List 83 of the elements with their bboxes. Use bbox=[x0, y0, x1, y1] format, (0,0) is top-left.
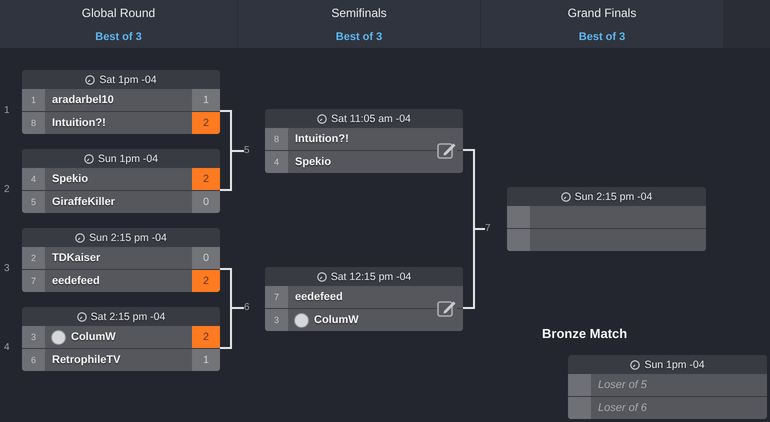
seed-number: 8 bbox=[22, 112, 45, 134]
participant-row bbox=[22, 112, 220, 134]
participant-row bbox=[265, 151, 463, 173]
player-name: TDKaiser bbox=[52, 252, 100, 264]
match-number: 3 bbox=[4, 263, 10, 275]
match-format: Best of 3 bbox=[95, 31, 142, 43]
player-name: RetrophileTV bbox=[52, 354, 120, 366]
match-time: Sun 2:15 pm -04 bbox=[89, 232, 167, 244]
winning-score: 2 bbox=[192, 168, 220, 190]
participant-row bbox=[568, 374, 767, 396]
score: 0 bbox=[192, 247, 220, 269]
player-name: ColumW bbox=[71, 330, 116, 344]
participant-row bbox=[22, 247, 220, 269]
participant-row bbox=[568, 397, 767, 419]
seed-number: 5 bbox=[22, 191, 45, 213]
round-title: Semifinals bbox=[331, 7, 387, 20]
seed-number: 1 bbox=[22, 89, 45, 111]
participant-row bbox=[265, 286, 463, 308]
bracket-line bbox=[220, 150, 244, 191]
score: 1 bbox=[192, 349, 220, 371]
score: 0 bbox=[192, 191, 220, 213]
seed-number: 3 bbox=[265, 309, 288, 331]
match-number: 6 bbox=[244, 302, 250, 314]
player-name: eedefeed bbox=[52, 274, 100, 288]
slot-label: Loser of 6 bbox=[598, 402, 647, 414]
seed-number: 3 bbox=[22, 326, 45, 348]
player-name: aradarbel10 bbox=[52, 94, 114, 106]
match-time: Sun 1pm -04 bbox=[98, 152, 158, 164]
participant-row bbox=[22, 89, 220, 111]
participant-row bbox=[265, 128, 463, 150]
match-format: Best of 3 bbox=[336, 31, 382, 43]
player-name: Spekio bbox=[295, 156, 332, 168]
match-card bbox=[568, 355, 767, 419]
seed-number: 2 bbox=[22, 247, 45, 269]
player-name: eedefeed bbox=[295, 290, 343, 304]
participant-row bbox=[507, 229, 706, 251]
participant-row bbox=[507, 206, 706, 228]
match-card bbox=[22, 149, 220, 213]
match-card bbox=[22, 228, 220, 292]
match-format: Best of 3 bbox=[578, 31, 626, 43]
winning-score: 2 bbox=[192, 326, 220, 348]
seed-number: 8 bbox=[265, 128, 288, 150]
round-title: Grand Finals bbox=[568, 7, 636, 20]
score: 1 bbox=[192, 89, 220, 111]
match-card bbox=[22, 70, 220, 134]
winning-score: 2 bbox=[192, 270, 220, 292]
match-time: Sun 1pm -04 bbox=[644, 358, 705, 370]
match-number: 2 bbox=[4, 184, 10, 196]
match-time: Sat 2:15 pm -04 bbox=[90, 310, 166, 322]
match-card bbox=[22, 307, 220, 371]
match-time: Sat 12:15 pm -04 bbox=[330, 270, 412, 282]
winning-score: 2 bbox=[192, 112, 220, 134]
match-number: 5 bbox=[244, 145, 250, 157]
seed-number: 4 bbox=[265, 151, 288, 173]
match-number: 1 bbox=[4, 105, 10, 117]
participant-row bbox=[22, 191, 220, 213]
match-card bbox=[265, 109, 463, 173]
participant-row bbox=[22, 326, 220, 348]
match-card bbox=[265, 267, 463, 331]
match-time: Sat 11:05 am -04 bbox=[331, 112, 411, 124]
seed-number: 4 bbox=[22, 168, 45, 190]
participant-row bbox=[22, 270, 220, 292]
seed-number: 6 bbox=[22, 349, 45, 371]
participant-row bbox=[265, 309, 463, 331]
seed-number: 7 bbox=[22, 270, 45, 292]
match-number: 7 bbox=[485, 223, 491, 235]
player-name: ColumW bbox=[314, 314, 359, 326]
bracket-line bbox=[220, 307, 244, 349]
match-time: Sat 1pm -04 bbox=[99, 74, 157, 86]
slot-label: Loser of 5 bbox=[598, 378, 647, 392]
player-name: Spekio bbox=[52, 172, 88, 186]
participant-row bbox=[22, 168, 220, 190]
bracket-line bbox=[463, 228, 485, 309]
player-name: Intuition?! bbox=[52, 116, 106, 130]
player-name: GiraffeKiller bbox=[52, 196, 115, 208]
seed-number: 7 bbox=[265, 286, 288, 308]
match-time: Sun 2:15 pm -04 bbox=[574, 190, 652, 202]
round-title: Global Round bbox=[82, 7, 156, 20]
match-number: 4 bbox=[4, 342, 10, 354]
section-heading: Bronze Match bbox=[542, 326, 628, 341]
participant-row bbox=[22, 349, 220, 371]
player-name: Intuition?! bbox=[295, 132, 349, 146]
match-card bbox=[507, 187, 706, 251]
